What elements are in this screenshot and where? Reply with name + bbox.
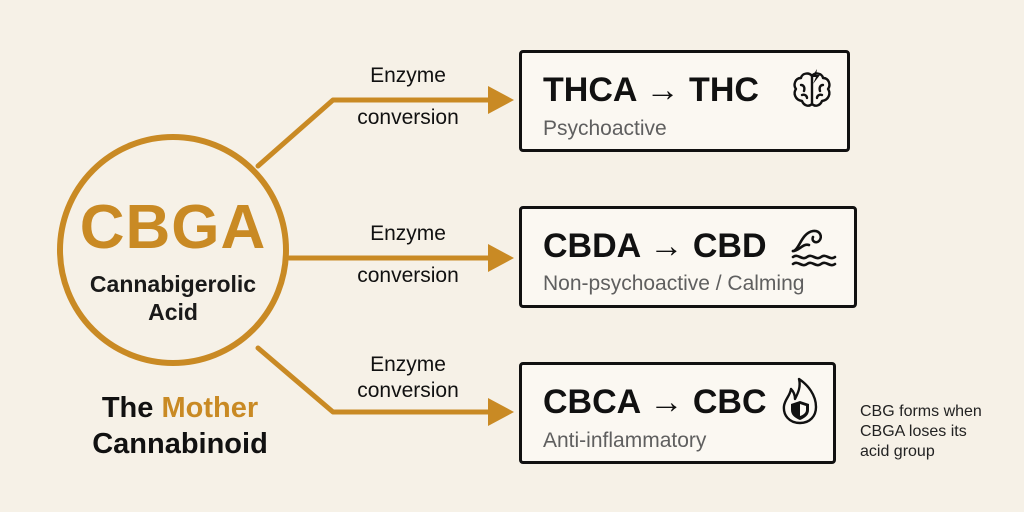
enzyme-line1: Enzyme: [370, 64, 446, 87]
hub-full-name: Cannabigerolic Acid: [89, 271, 257, 325]
formula-cbd: CBDA → CBD: [543, 227, 767, 265]
enzyme-line1: Enzyme: [370, 222, 446, 245]
arrowhead-cbd: [488, 244, 514, 272]
formula-thc: THCA → THC: [543, 71, 759, 109]
enzyme-label-cbd: Enzyme conversion: [328, 222, 488, 288]
description-cbc: Anti-inflammatory: [543, 429, 707, 452]
mother-cannabinoid-caption: The Mother Cannabinoid: [60, 390, 300, 462]
arrowhead-cbc: [488, 398, 514, 426]
caption-prefix: The: [101, 392, 162, 424]
connector-thc: [255, 97, 495, 169]
connector-cbc: [255, 345, 495, 415]
result-box-cbc: CBCA → CBC Anti-inflammatory: [519, 362, 836, 464]
hub-abbreviation: CBGA: [79, 193, 267, 262]
formula-cbc: CBCA → CBC: [543, 383, 767, 421]
enzyme-line1: Enzyme: [370, 353, 446, 376]
flame-shield-icon: [782, 377, 818, 425]
enzyme-label-thc: Enzyme conversion: [328, 64, 488, 130]
side-note: CBG forms when CBGA loses its acid group: [860, 403, 982, 460]
caption-accent-word: Mother: [161, 392, 259, 424]
wave-icon: [791, 229, 837, 267]
result-box-cbd: CBDA → CBD Non-psychoactive / Calming: [519, 206, 857, 308]
cbga-hub-circle: CBGA Cannabigerolic Acid: [57, 134, 289, 366]
enzyme-line2: conversion: [357, 379, 459, 402]
enzyme-label-cbc: Enzyme conversion: [328, 353, 488, 403]
arrowhead-thc: [488, 86, 514, 114]
brain-icon: [793, 69, 831, 107]
caption-rest: Cannabinoid: [92, 428, 268, 460]
enzyme-line2: conversion: [357, 106, 459, 129]
description-cbd: Non-psychoactive / Calming: [543, 272, 805, 295]
description-thc: Psychoactive: [543, 117, 667, 140]
enzyme-line2: conversion: [357, 264, 459, 287]
result-box-thc: THCA → THC Psychoactive: [519, 50, 850, 152]
